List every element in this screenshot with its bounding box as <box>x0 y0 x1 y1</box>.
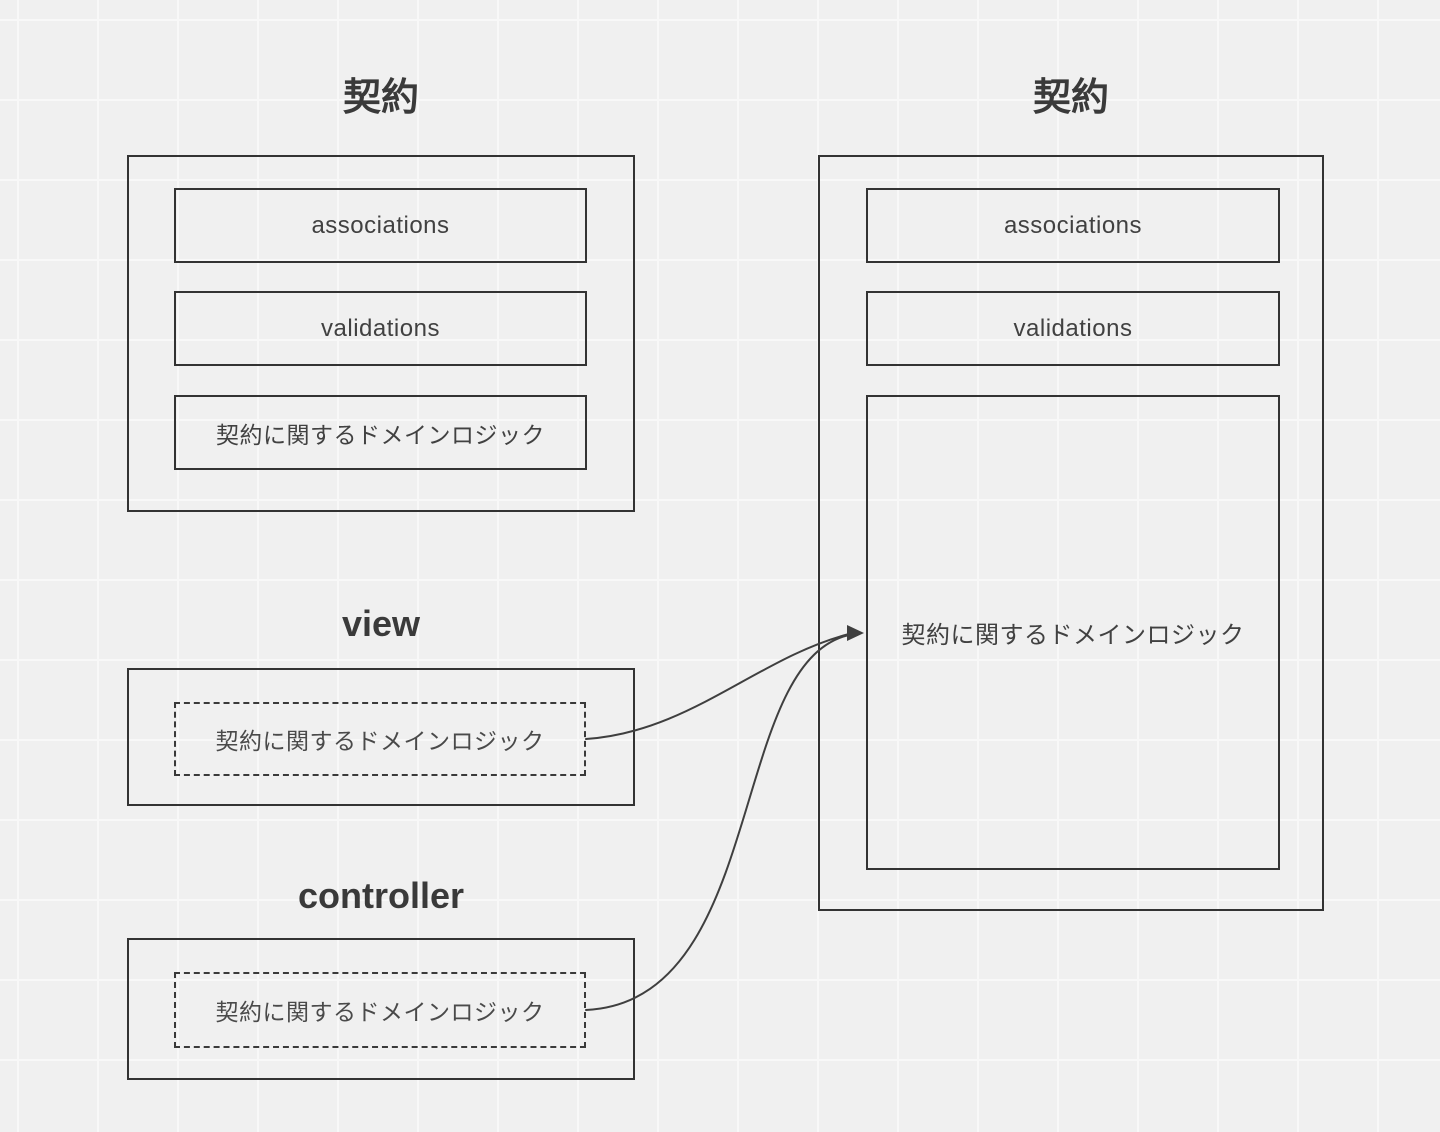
left-model-title: 契約 <box>342 77 419 119</box>
right-model-domain-logic-label: 契約に関するドメインロジック <box>901 622 1245 649</box>
left-model-domain-logic-box: 契約に関するドメインロジック <box>174 395 587 470</box>
right-model-title: 契約 <box>1032 77 1109 119</box>
right-model-container-box <box>818 155 1324 911</box>
right-model-validations-box: validations <box>866 291 1280 366</box>
right-model-domain-logic-box: 契約に関するドメインロジック <box>866 395 1280 870</box>
controller-domain-logic-label: 契約に関するドメインロジック <box>215 999 545 1025</box>
left-model-associations-box: associations <box>174 188 587 263</box>
right-model-associations-label: associations <box>1003 211 1143 239</box>
left-model-container-box <box>127 155 635 512</box>
right-model-associations-box: associations <box>866 188 1280 263</box>
view-domain-logic-label: 契約に関するドメインロジック <box>215 728 545 754</box>
view-domain-logic-box: 契約に関するドメインロジック <box>174 702 586 776</box>
controller-domain-logic-box: 契約に関するドメインロジック <box>174 972 586 1048</box>
view-title: view <box>341 603 421 644</box>
left-model-associations-label: associations <box>311 211 450 239</box>
left-model-validations-box: validations <box>174 291 587 366</box>
left-model-domain-logic-label: 契約に関するドメインロジック <box>216 421 545 448</box>
controller-title: controller <box>297 875 465 916</box>
left-model-validations-label: validations <box>321 314 440 342</box>
right-model-validations-label: validations <box>1013 314 1133 342</box>
